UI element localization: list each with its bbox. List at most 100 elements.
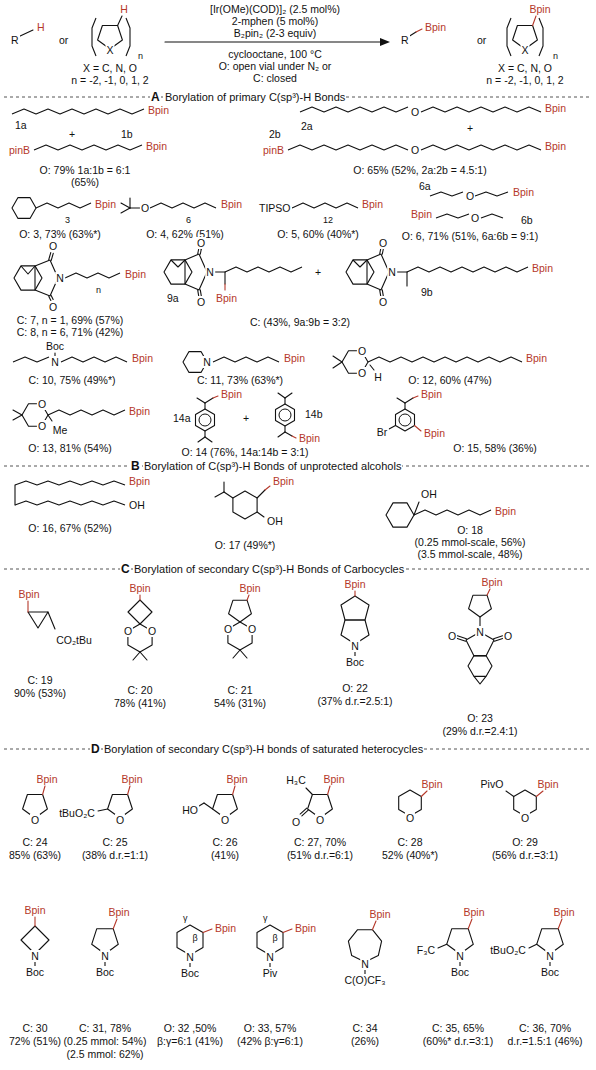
chem-label: O: 6, 71% (51%, 6a:6b = 9:1) — [401, 230, 539, 242]
chem-label: 1a — [14, 119, 28, 131]
chem-label: γ — [262, 912, 269, 924]
bond-line — [529, 944, 537, 948]
bond-line — [397, 271, 407, 272]
bond-line — [257, 490, 265, 498]
chem-label: O: 16, 67% (52%) — [27, 522, 112, 534]
chem-label: O — [196, 237, 206, 249]
carbon-chain — [34, 145, 142, 150]
chem-label: C: 20 — [126, 684, 153, 696]
section-heading: Borylation of secondary C(sp³)-H Bonds o… — [133, 563, 405, 575]
ring-outline — [185, 254, 207, 290]
carbon-chain — [481, 214, 503, 218]
boron-label: Bpin — [343, 578, 366, 590]
bond-line — [198, 437, 205, 442]
carbon-chain — [126, 18, 130, 56]
chem-label: tBuO₂C — [489, 944, 527, 956]
bond-line — [247, 595, 249, 600]
chem-label: 6a — [418, 180, 432, 192]
carbon-chain — [15, 501, 125, 505]
ring-outline — [28, 612, 48, 628]
bond-line — [205, 398, 213, 403]
chem-label: (2.5 mmol: 62%) — [65, 1048, 144, 1060]
chem-label: + — [242, 412, 250, 424]
chem-label: X — [105, 44, 114, 56]
boron-label: Bpin — [128, 582, 151, 594]
chem-label: Boc — [450, 966, 470, 978]
chem-label: Boc — [95, 966, 115, 978]
bond-line — [224, 272, 225, 284]
bond-line — [215, 271, 225, 272]
bond-line — [204, 431, 205, 437]
chem-label: C: 11, 73% (63%*) — [196, 374, 284, 386]
bond-line — [224, 284, 225, 290]
chem-label: N — [350, 640, 360, 652]
bond-line — [130, 207, 140, 208]
aromatic-circle — [399, 414, 411, 426]
bond-line — [51, 253, 53, 260]
boron-label: Bpin — [528, 3, 551, 15]
bond-line — [128, 786, 130, 795]
bond-line — [306, 788, 312, 795]
boron-label: Bpin — [480, 576, 503, 588]
chem-label: 72% (51%) — [8, 1035, 62, 1047]
bond-line — [48, 612, 55, 629]
ring-outline — [469, 595, 492, 617]
bond-line — [27, 601, 28, 612]
chem-label: Boc — [345, 656, 365, 668]
chem-label: (29% d.r.=2.4:1) — [441, 725, 518, 737]
ring-outline — [164, 260, 192, 284]
boron-label: pinB — [8, 144, 31, 156]
boron-label: pinB — [262, 144, 285, 156]
boron-label: Bpin — [23, 904, 46, 916]
boron-label: Bpin — [361, 198, 384, 210]
boron-label: Bpin — [494, 505, 517, 517]
chem-label: 2-mphen (5 mol%) — [231, 15, 319, 27]
carbon-chain — [474, 676, 486, 684]
bond-line — [113, 919, 117, 929]
carbon-chain — [368, 357, 522, 362]
boron-label: Bpin — [420, 778, 443, 790]
chem-label: O — [357, 367, 367, 379]
bond-line — [558, 919, 562, 929]
boron-label: Bpin — [420, 388, 443, 400]
bond-line — [240, 650, 247, 658]
bond-line — [121, 208, 130, 213]
chem-label: C: 21 — [226, 684, 253, 696]
boron-label: Bpin — [131, 352, 154, 364]
carbon-chain — [407, 267, 528, 272]
chem-label: n = -2, -1, 0, 1, 2 — [70, 74, 149, 86]
bond-line — [203, 929, 212, 933]
chem-label: Boc — [540, 966, 560, 978]
arrow-head — [380, 38, 390, 46]
chem-label: N — [475, 626, 485, 638]
bond-line — [43, 786, 45, 795]
bond-line — [333, 356, 342, 362]
chem-label: + — [68, 128, 76, 140]
chem-label: O — [447, 630, 457, 642]
chem-label: 14b — [304, 408, 324, 420]
chem-label: C: 30 — [21, 1022, 48, 1034]
carbon-chain — [36, 203, 91, 208]
ring-outline — [233, 491, 257, 519]
section-heading: A — [150, 91, 161, 103]
bond-line — [265, 486, 270, 490]
bond-line — [223, 482, 224, 492]
chem-label: C: 26 — [211, 836, 238, 848]
chem-label: O — [115, 814, 125, 826]
ring-outline — [128, 600, 152, 624]
carbon-chain — [421, 145, 541, 150]
ring-outline — [14, 266, 42, 290]
bond-line — [213, 396, 218, 398]
carbon-chain — [92, 18, 96, 56]
chem-label: C: 7, n = 1, 69% (57%) — [16, 314, 125, 326]
bond-line — [18, 30, 33, 37]
chem-label: O — [357, 345, 367, 357]
chem-label: O: 14 (76%, 14a:14b = 3:1) — [181, 446, 310, 458]
chem-label: R — [400, 34, 410, 46]
boron-label: Bpin — [238, 582, 261, 594]
chem-label: β — [191, 932, 198, 944]
boron-label: Bpin — [124, 268, 147, 280]
chem-label: O: 22 — [341, 682, 369, 694]
chem-label: (37% d.r.=2.5:1) — [316, 695, 393, 707]
carbon-chain — [414, 510, 491, 515]
